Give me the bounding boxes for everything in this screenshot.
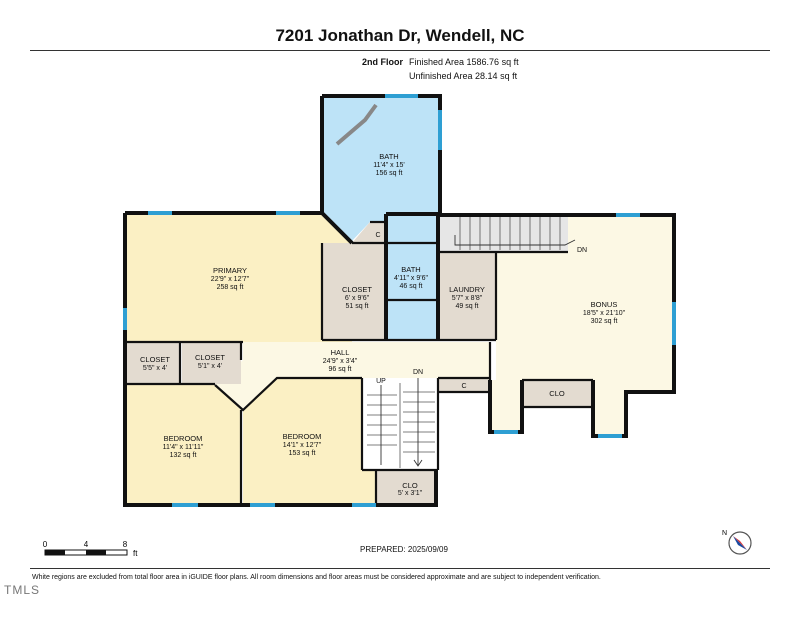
footer-divider bbox=[30, 568, 770, 569]
room-clo-small bbox=[376, 470, 436, 505]
label-primary-dims: 22'9" x 12'7" bbox=[211, 276, 250, 283]
label-bonus-area: 302 sq ft bbox=[591, 318, 618, 325]
label-closet-primary-area: 51 sq ft bbox=[346, 303, 369, 310]
room-bonus bbox=[490, 215, 674, 436]
scale-unit: ft bbox=[133, 549, 138, 558]
stair-arrows bbox=[380, 235, 576, 467]
stair-top bbox=[438, 215, 568, 252]
label-dn-stair: DN bbox=[413, 369, 423, 376]
label-bath-main-name: BATH bbox=[379, 152, 398, 161]
label-bath-small-dims: 4'11" x 9'6" bbox=[394, 275, 428, 282]
label-closet-primary-name: CLOSET bbox=[342, 285, 372, 294]
room-bonus-clo bbox=[522, 380, 593, 407]
brand-logo: TMLS bbox=[4, 583, 41, 597]
label-laundry-area: 49 sq ft bbox=[456, 303, 479, 310]
label-up: UP bbox=[376, 378, 386, 385]
stair-treads bbox=[367, 217, 561, 468]
title-divider bbox=[30, 50, 770, 51]
compass-icon: N bbox=[722, 530, 752, 555]
room-bath-small bbox=[386, 214, 438, 340]
compass-north-label: N bbox=[722, 530, 727, 537]
room-c-closet bbox=[352, 222, 386, 243]
prepared-date: PREPARED: 2025/09/09 bbox=[360, 545, 448, 554]
label-hall-area: 96 sq ft bbox=[329, 366, 352, 373]
room-closet-primary bbox=[322, 243, 385, 340]
floor-label: 2nd Floor bbox=[362, 57, 403, 67]
label-bedroom-right-dims: 14'1" x 12'7" bbox=[283, 442, 322, 449]
label-closet-b-name: CLOSET bbox=[195, 353, 225, 362]
label-bedroom-right-area: 153 sq ft bbox=[289, 450, 316, 457]
label-closet-primary-dims: 6' x 9'6" bbox=[345, 295, 370, 302]
label-primary-name: PRIMARY bbox=[213, 266, 247, 275]
room-labels: BATH 11'4" x 15' 156 sq ft PRIMARY 22'9"… bbox=[140, 152, 626, 497]
label-closet-a-dims: 5'5" x 4' bbox=[143, 365, 167, 372]
scale-tick-0: 0 bbox=[43, 540, 48, 549]
label-bedroom-left-area: 132 sq ft bbox=[170, 452, 197, 459]
scale-tick-8: 8 bbox=[123, 540, 128, 549]
windows bbox=[123, 94, 676, 507]
unfinished-area: Unfinished Area 28.14 sq ft bbox=[409, 71, 518, 81]
label-c-top: C bbox=[375, 232, 380, 239]
label-bedroom-right-name: BEDROOM bbox=[283, 432, 322, 441]
room-closet-a bbox=[125, 342, 180, 384]
label-bonus-dims: 18'5" x 21'10" bbox=[583, 310, 626, 317]
label-bath-main-area: 156 sq ft bbox=[376, 170, 403, 177]
label-bath-small-name: BATH bbox=[401, 265, 420, 274]
label-bath-main-dims: 11'4" x 15' bbox=[373, 162, 405, 169]
label-primary-area: 258 sq ft bbox=[217, 284, 244, 291]
room-hall-c bbox=[438, 378, 490, 392]
room-laundry bbox=[438, 252, 496, 340]
finished-area: Finished Area 1586.76 sq ft bbox=[409, 57, 519, 67]
label-bonus-clo: CLO bbox=[549, 389, 565, 398]
label-bath-small-area: 46 sq ft bbox=[400, 283, 423, 290]
room-bedroom-right bbox=[243, 378, 376, 505]
label-c-hall: C bbox=[461, 383, 466, 390]
label-clo-small-name: CLO bbox=[402, 481, 418, 490]
room-bedroom-left bbox=[125, 384, 241, 505]
label-bedroom-left-name: BEDROOM bbox=[164, 434, 203, 443]
label-hall-name: HALL bbox=[331, 348, 350, 357]
scale-tick-4: 4 bbox=[84, 540, 89, 549]
label-bedroom-left-dims: 11'4" x 11'11" bbox=[163, 444, 204, 451]
room-hall bbox=[215, 342, 490, 410]
inner-walls bbox=[125, 220, 593, 505]
label-closet-a-name: CLOSET bbox=[140, 355, 170, 364]
shower-fixture bbox=[335, 103, 378, 146]
room-closet-b bbox=[182, 342, 241, 384]
footer-note: White regions are excluded from total fl… bbox=[32, 574, 601, 581]
label-closet-b-dims: 5'1" x 4' bbox=[198, 363, 222, 370]
room-primary bbox=[125, 213, 352, 342]
plan-title: 7201 Jonathan Dr, Wendell, NC bbox=[275, 26, 525, 45]
label-laundry-name: LAUNDRY bbox=[449, 285, 485, 294]
label-hall-dims: 24'9" x 3'4" bbox=[323, 358, 358, 365]
label-clo-small-dims: 5' x 3'1" bbox=[398, 490, 423, 497]
label-dn-bonus: DN bbox=[577, 247, 587, 254]
label-bonus-name: BONUS bbox=[591, 300, 618, 309]
scale-bar: 0 4 8 ft bbox=[43, 540, 138, 558]
label-laundry-dims: 5'7" x 8'8" bbox=[452, 295, 483, 302]
